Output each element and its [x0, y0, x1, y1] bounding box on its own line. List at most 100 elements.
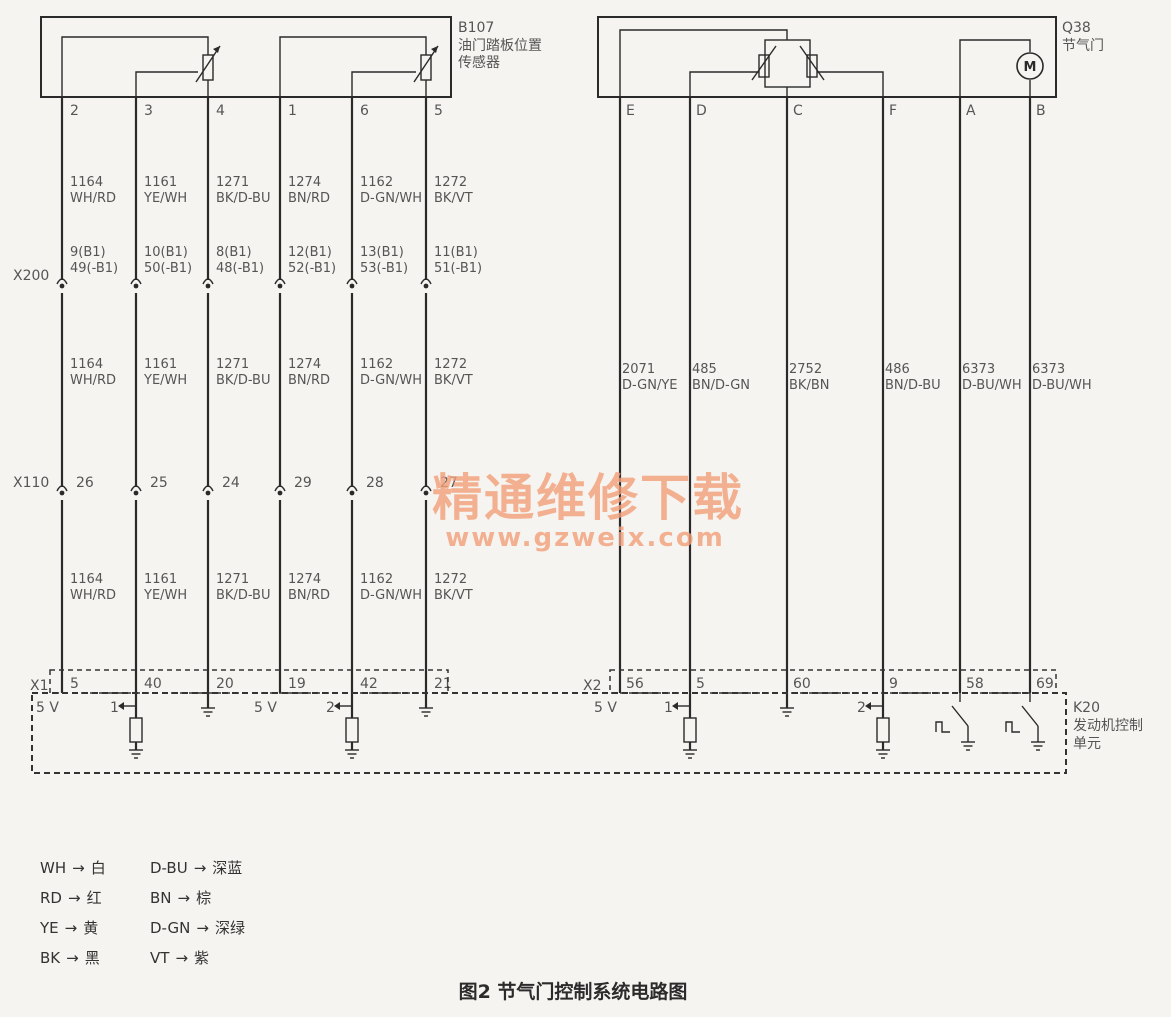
x110-pin-icon	[56, 485, 68, 492]
circuit-number: 1162	[360, 357, 393, 372]
pull-resistor-body	[876, 717, 890, 743]
legend-meaning: 黑	[85, 949, 100, 967]
x2-pin: 5	[696, 676, 705, 692]
wire-color: BN/D-GN	[692, 378, 750, 393]
figure-caption: 图2 节气门控制系统电路图	[459, 980, 688, 1003]
wire-color: D-BU/WH	[962, 378, 1022, 393]
legend-arrow: →	[66, 949, 79, 967]
ground-icon	[780, 707, 794, 717]
circuit-number: 1162	[360, 175, 393, 190]
legend-entry: VT→紫	[150, 949, 209, 967]
circuit-number: 1161	[144, 572, 177, 587]
wire-color: YE/WH	[143, 588, 187, 603]
x110-pin-icon	[274, 485, 286, 492]
legend-arrow: →	[178, 889, 191, 907]
x200-pin-a: 8(B1)	[216, 245, 252, 260]
legend-arrow: →	[65, 919, 78, 937]
ecu-ground-2	[201, 693, 215, 717]
throttle-pin-label: E	[626, 103, 635, 119]
x200-pin-icon	[420, 278, 432, 285]
circuit-number: 485	[692, 362, 717, 377]
pulse-icon	[1005, 721, 1020, 733]
wire-color: BK/VT	[434, 373, 473, 388]
pull-resistor-body	[683, 717, 697, 743]
legend-meaning: 深绿	[215, 919, 245, 937]
motor-driver-switch-4	[935, 693, 975, 751]
legend-entry: WH→白	[40, 859, 106, 877]
sensor-pin-label: 1	[288, 103, 297, 119]
wire-left-0: 21164WH/RD9(B1)49(-B1)1164WH/RD261164WH/…	[36, 97, 118, 716]
x200-pin-b: 49(-B1)	[70, 261, 118, 276]
circuit-number: 1161	[144, 357, 177, 372]
circuit-number: 1164	[70, 572, 103, 587]
watermark-url: www.gzweix.com	[445, 523, 725, 553]
wire-color: BN/RD	[288, 191, 330, 206]
circuit-number: 1274	[288, 572, 321, 587]
x2-pin: 56	[626, 676, 644, 692]
circuit-number: 1271	[216, 175, 249, 190]
circuit-number: 1164	[70, 357, 103, 372]
connector-x110-label: X110	[13, 475, 49, 491]
pedal-sensor-box	[40, 16, 452, 98]
x200-pin-icon-dot	[277, 283, 283, 289]
legend-entry: RD→红	[40, 889, 102, 907]
signal-arrow-head	[118, 702, 124, 710]
x110-pin: 28	[366, 475, 384, 491]
x110-pin: 25	[150, 475, 168, 491]
circuit-number: 1274	[288, 175, 321, 190]
motor-icon	[1016, 52, 1044, 80]
circuit-number: 6373	[1032, 362, 1065, 377]
legend-entry: BK → 黑	[40, 949, 100, 967]
x200-pin-icon	[130, 278, 142, 285]
ecu-input-label: 5 V	[36, 700, 59, 716]
throttle-pin-label: D	[696, 103, 707, 119]
x110-pin-icon-dot	[133, 490, 139, 496]
x200-pin-b: 50(-B1)	[144, 261, 192, 276]
wire-left-5: 51272BK/VT11(B1)51(-B1)1272BK/VT271272BK…	[420, 97, 482, 693]
wire-color: D-GN/WH	[360, 373, 422, 388]
legend-meaning: 深蓝	[212, 859, 242, 877]
signal-arrow-head	[672, 702, 678, 710]
circuit-number: 1161	[144, 175, 177, 190]
x2-pin: 9	[889, 676, 898, 692]
pedal-sensor-name-2: 传感器	[458, 54, 500, 71]
x200-pin-b: 53(-B1)	[360, 261, 408, 276]
x110-pin-icon-dot	[59, 490, 65, 496]
legend-meaning: 红	[87, 889, 102, 907]
potentiometer-1	[61, 36, 221, 97]
watermark-title: 精通维修下载	[432, 469, 744, 527]
x2-pin: 69	[1036, 676, 1054, 692]
legend-code: BK	[40, 949, 61, 967]
circuit-number: 486	[885, 362, 910, 377]
motor-driver-switch-5	[1005, 693, 1045, 751]
x110-pin: 27	[440, 475, 458, 491]
x110-pin: 26	[76, 475, 94, 491]
wire-color: BK/D-BU	[216, 588, 271, 603]
wire-color: BK/D-BU	[216, 373, 271, 388]
connector-x1-box	[49, 669, 449, 694]
x200-pin-b: 52(-B1)	[288, 261, 336, 276]
ground-icon	[961, 741, 975, 751]
x110-pin-icon	[420, 485, 432, 492]
throttle-motor: M	[959, 39, 1044, 97]
ecu-input-label: 1	[664, 700, 673, 716]
legend-text: BN→棕	[150, 889, 211, 907]
legend-arrow: →	[175, 949, 188, 967]
circuit-number: 1272	[434, 572, 467, 587]
wire-color: BN/D-BU	[885, 378, 941, 393]
legend-text: D-BU→深蓝	[150, 859, 242, 877]
legend-text: YE→黄	[39, 919, 98, 937]
connector-x200-label: X200	[13, 268, 49, 284]
throttle-pin-label: B	[1036, 103, 1046, 119]
legend-arrow: →	[194, 859, 207, 877]
wire-color: D-BU/WH	[1032, 378, 1092, 393]
legend-meaning: 棕	[196, 889, 211, 907]
x1-pin: 42	[360, 676, 378, 692]
x200-pin-b: 48(-B1)	[216, 261, 264, 276]
x200-pin-a: 12(B1)	[288, 245, 332, 260]
ecu-input-label: 5 V	[594, 700, 617, 716]
